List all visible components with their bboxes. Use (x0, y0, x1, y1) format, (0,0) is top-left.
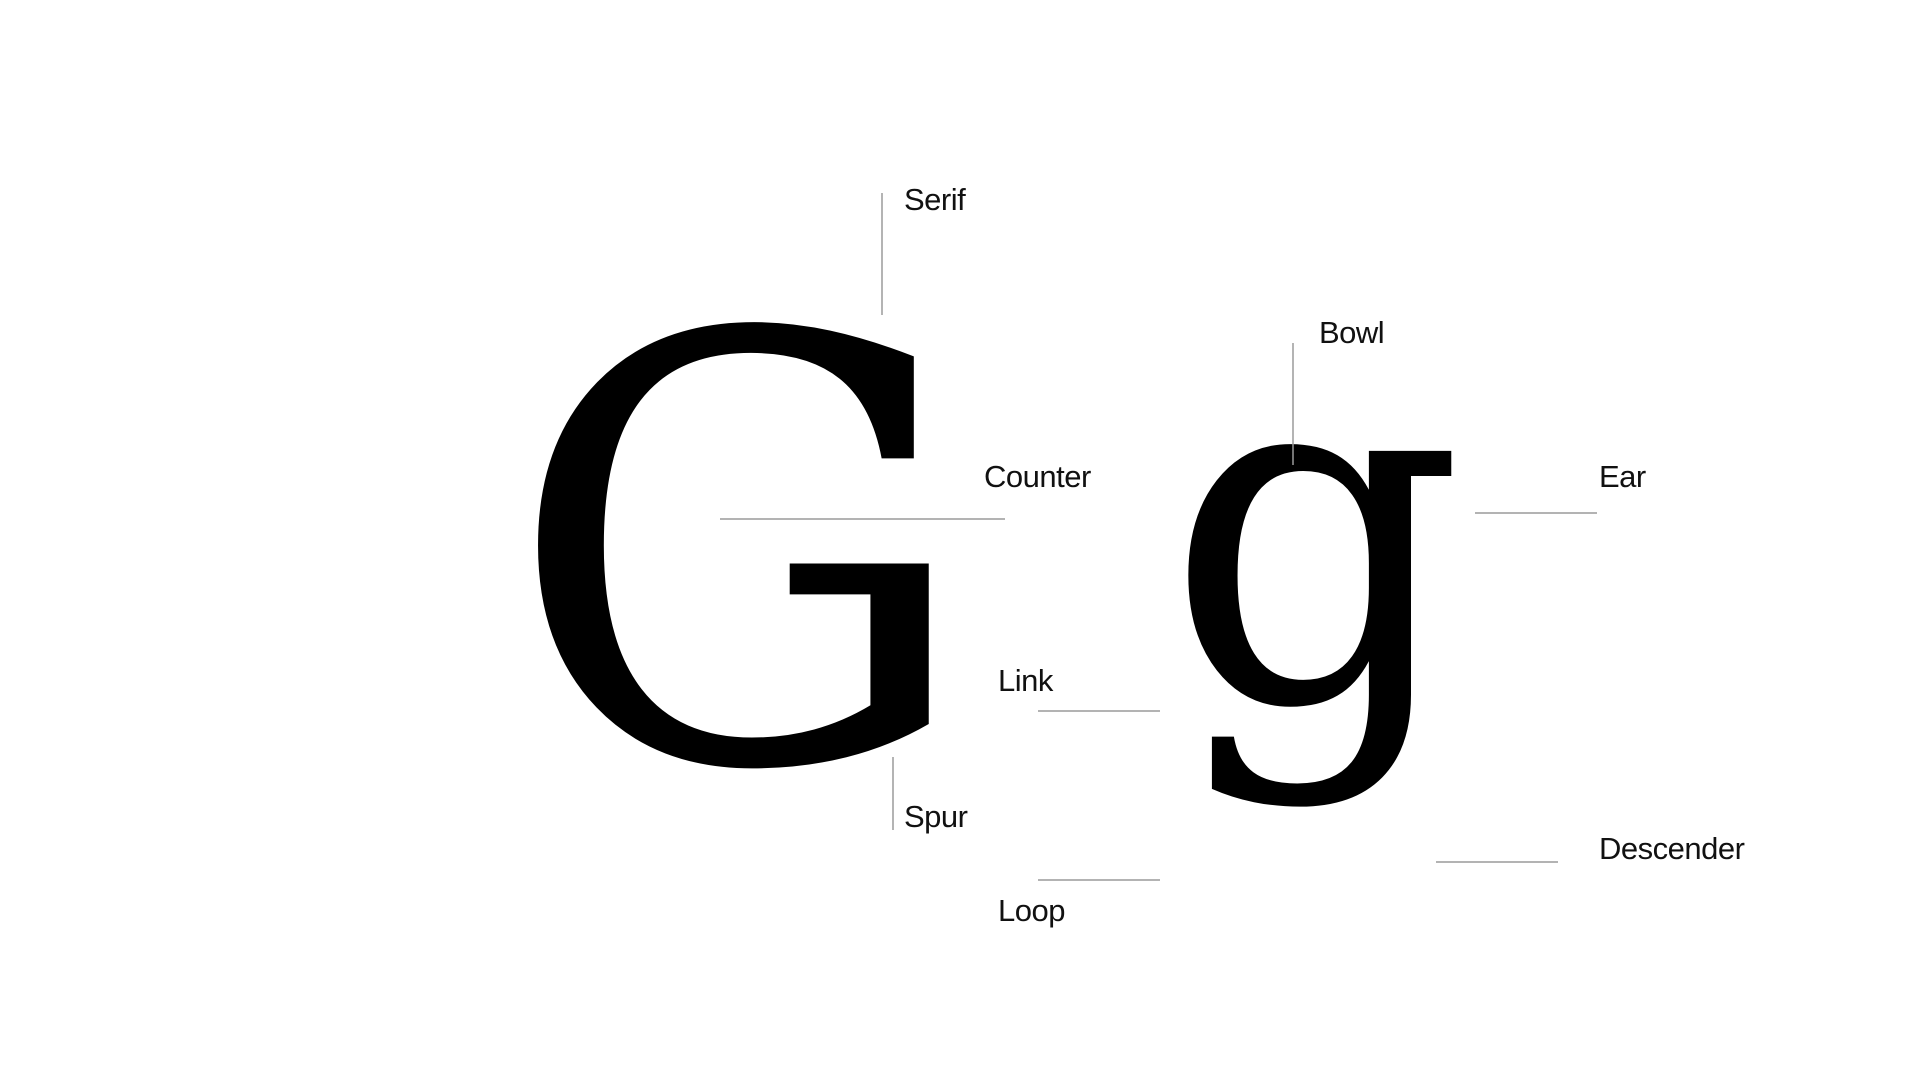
lowercase-g-glyph: g (1165, 255, 1465, 814)
spur-label: Spur (904, 799, 968, 834)
serif-label: Serif (904, 182, 966, 217)
counter-label: Counter (984, 459, 1091, 494)
descender-label: Descender (1599, 831, 1745, 866)
link-label: Link (998, 663, 1053, 698)
loop-label: Loop (998, 893, 1065, 928)
uppercase-g-glyph: G (505, 213, 975, 900)
bowl-label: Bowl (1319, 315, 1385, 350)
ear-label: Ear (1599, 459, 1646, 494)
